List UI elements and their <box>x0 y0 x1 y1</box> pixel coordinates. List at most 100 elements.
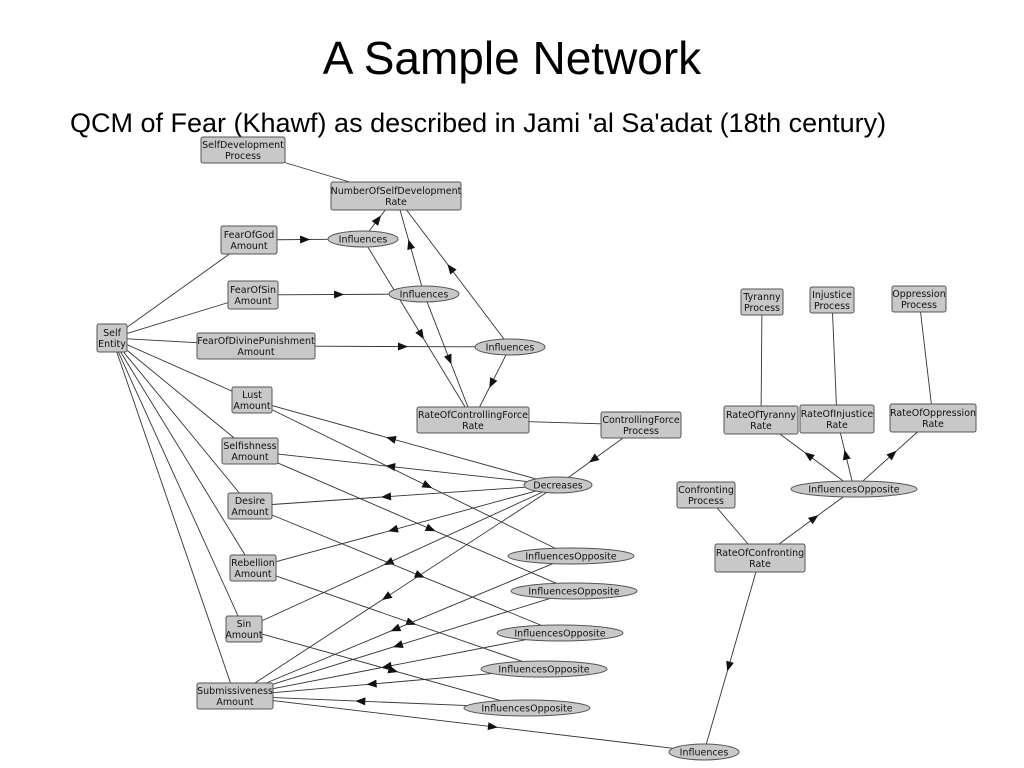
arrowhead <box>405 617 417 626</box>
arrowhead <box>444 353 452 365</box>
node-box-shape <box>227 280 279 310</box>
node-label: Amount <box>231 507 269 518</box>
arrowhead <box>381 591 393 601</box>
edge-line <box>266 563 553 684</box>
edge-self_entity-to-sin <box>117 351 239 617</box>
node-label: Process <box>901 300 937 311</box>
arrowhead <box>415 328 424 340</box>
edge-line <box>716 507 749 545</box>
node-label: Lust <box>242 390 262 401</box>
node-box-shape <box>714 543 806 573</box>
nodes-layer: SelfDevelopmentProcessNumberOfSelfDevelo… <box>96 136 977 761</box>
edge-influences_3-to-num_selfdev_rate <box>406 209 505 340</box>
node-label: Amount <box>237 347 275 358</box>
edge-line <box>705 571 757 745</box>
node-label: InfluencesOpposite <box>514 629 605 640</box>
arrowhead <box>588 453 600 463</box>
node-label: InfluencesOpposite <box>528 587 619 598</box>
arrowhead <box>807 515 819 525</box>
node-label: Rate <box>826 420 848 431</box>
edges-layer <box>116 162 932 749</box>
edge-line <box>254 492 547 684</box>
arrowhead <box>804 452 815 462</box>
edge-self_entity-to-lust <box>126 344 233 392</box>
node-box-shape <box>225 615 263 643</box>
edge-self_entity-to-fear_punish <box>126 338 198 344</box>
node-box-shape <box>96 323 128 353</box>
node-label: Process <box>744 303 780 314</box>
node-label: Rebellion <box>231 558 275 569</box>
node-box-shape <box>723 405 799 435</box>
edge-line <box>272 700 674 749</box>
node-box-shape <box>799 404 875 434</box>
node-influences-2: Influences <box>388 285 460 303</box>
arrowhead <box>392 640 404 648</box>
edge-rate_confronting-to-influences_bottom <box>705 571 757 745</box>
node-label: FearOfSin <box>230 285 276 296</box>
arrowhead <box>447 264 457 275</box>
node-label: Rate <box>749 559 771 570</box>
edge-self_entity-to-fear_sin <box>126 302 229 334</box>
edge-line <box>275 490 536 563</box>
arrowhead <box>407 239 415 251</box>
node-label: InfluencesOpposite <box>498 665 589 676</box>
edge-decreases-to-submissiveness <box>254 492 547 684</box>
arrowhead <box>388 524 399 533</box>
arrowhead <box>726 660 734 672</box>
node-box-shape <box>196 332 316 360</box>
node-label: RateOfOppression <box>890 408 976 419</box>
arrowhead <box>397 342 409 351</box>
arrowhead <box>383 557 395 565</box>
edge-influences_1-to-num_selfdev_rate <box>368 209 386 232</box>
edge-inf_opp_1-to-submissiveness <box>266 563 553 684</box>
edge-inf_opp_right-to-rate_oppression <box>862 431 918 482</box>
edge-decreases-to-desire <box>271 486 526 505</box>
arrowhead <box>424 523 436 532</box>
edge-line <box>126 302 229 334</box>
edge-fear_god-to-influences_1 <box>276 235 329 244</box>
edge-inf_opp_3-to-submissiveness <box>272 639 526 690</box>
edge-selfdev_process-to-num_selfdev_rate <box>284 162 350 183</box>
node-label: Process <box>814 301 850 312</box>
edge-line <box>272 639 526 690</box>
edge-line <box>920 311 932 405</box>
node-label: RateOfInjustice <box>801 409 874 420</box>
node-box-shape <box>220 225 278 255</box>
edge-rebellion-to-inf_opp_4 <box>275 575 523 662</box>
edge-line <box>277 453 528 483</box>
edge-line <box>760 314 763 407</box>
node-label: Amount <box>216 697 254 708</box>
edge-self_entity-to-selfishness <box>126 349 235 439</box>
node-label: Amount <box>234 569 272 580</box>
node-label: InfluencesOpposite <box>481 704 572 715</box>
node-label: RateOfTyranny <box>726 410 796 421</box>
edge-injustice_process-to-rate_injustice <box>832 312 837 406</box>
node-box-shape <box>200 136 286 164</box>
node-inf-opp-4: InfluencesOpposite <box>480 660 608 678</box>
edge-line <box>116 351 231 684</box>
node-label: InfluencesOpposite <box>808 485 899 496</box>
node-label: FearOfGod <box>224 230 275 241</box>
node-inf-opp-right: InfluencesOpposite <box>790 480 918 498</box>
node-label: Decreases <box>533 481 583 492</box>
node-label: Tyranny <box>742 292 781 303</box>
node-label: RateOfConfronting <box>716 548 804 559</box>
edge-line <box>271 514 542 626</box>
edge-inf_opp_right-to-rate_injustice <box>839 432 853 482</box>
edge-line <box>117 351 239 617</box>
node-box-shape <box>330 181 462 211</box>
arrowhead <box>371 215 382 226</box>
node-label: FearOfDivinePunishment <box>197 336 315 347</box>
arrowhead <box>487 722 498 731</box>
